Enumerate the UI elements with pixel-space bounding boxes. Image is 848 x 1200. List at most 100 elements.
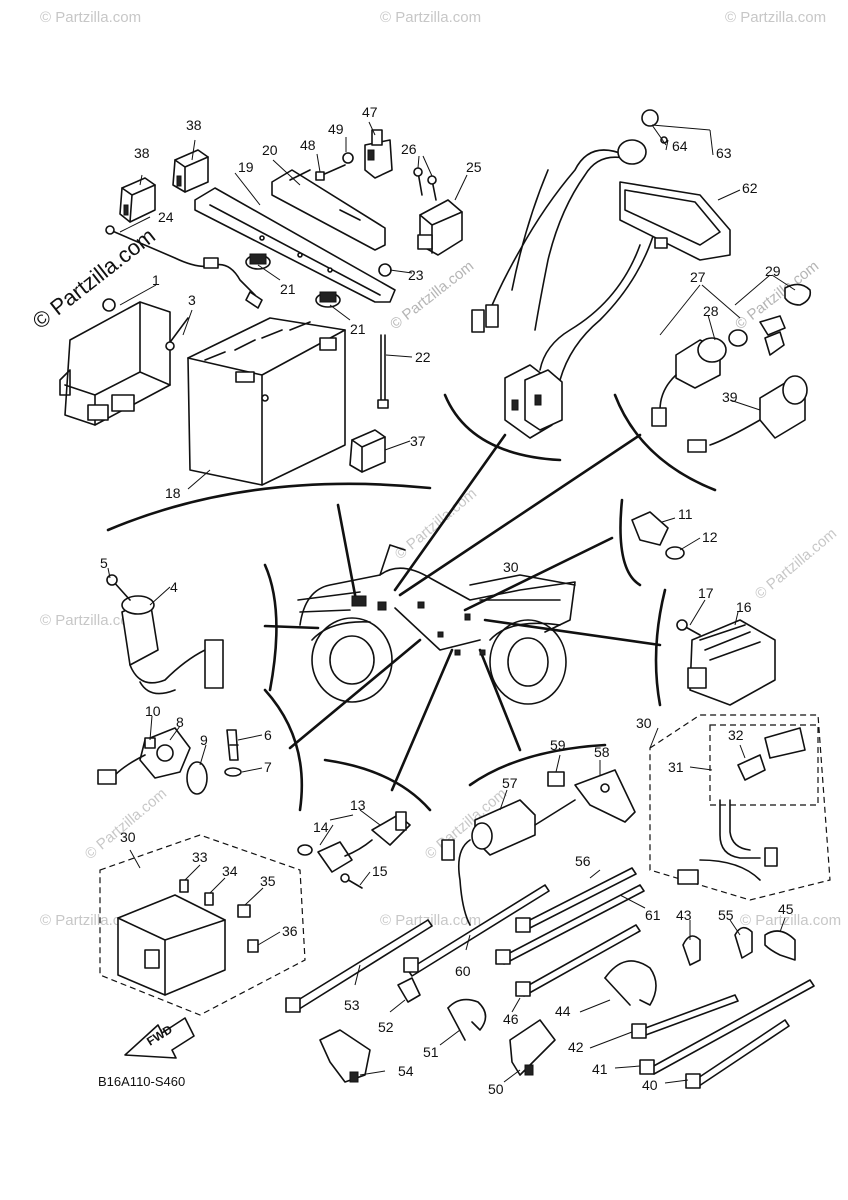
callout-18: 18 — [165, 485, 181, 501]
connector-63 — [617, 109, 668, 165]
main-wire-harness — [471, 149, 656, 439]
main-switch-27 — [651, 329, 748, 427]
bolts-26 — [413, 167, 437, 201]
cable-tie-61 — [495, 884, 645, 965]
cable-tie-60 — [403, 884, 550, 977]
callout-46: 46 — [503, 1011, 519, 1027]
relay-38-left — [119, 177, 156, 223]
callout-17: 17 — [698, 585, 714, 601]
relay-38-right — [172, 149, 209, 193]
callout-13: 13 — [350, 797, 366, 813]
callout-25: 25 — [466, 159, 482, 175]
harness-group-30 — [649, 714, 831, 901]
cable-tie-42 — [631, 994, 739, 1039]
callout-40: 40 — [642, 1077, 658, 1093]
callout-numbers: 1 3 4 5 6 7 8 9 10 11 12 13 14 15 16 17 … — [100, 104, 794, 1097]
clamp-50 — [509, 1019, 556, 1076]
callout-8: 8 — [176, 714, 184, 730]
callout-58: 58 — [594, 744, 610, 760]
oring-12 — [665, 546, 685, 560]
relay-25 — [417, 199, 463, 256]
callout-9: 9 — [200, 732, 208, 748]
washer-49 — [342, 152, 354, 164]
callout-30: 30 — [503, 559, 519, 575]
bolt-17 — [676, 619, 701, 636]
callout-1: 1 — [152, 272, 160, 288]
callout-50: 50 — [488, 1081, 504, 1097]
cable-39 — [687, 375, 808, 453]
key-29 — [759, 283, 812, 356]
ecu-unit — [59, 298, 171, 426]
watermark-text: © Partzilla.com — [380, 9, 481, 26]
oring-14 — [297, 844, 313, 856]
callout-61: 61 — [645, 907, 661, 923]
watermark-text: © Partzilla.com — [40, 912, 141, 929]
callout-37: 37 — [410, 433, 426, 449]
callout-26: 26 — [401, 141, 417, 157]
callout-14: 14 — [313, 819, 329, 835]
starter-relay-47 — [364, 129, 393, 179]
callout-22: 22 — [415, 349, 431, 365]
callout-51: 51 — [423, 1044, 439, 1060]
callout-6: 6 — [264, 727, 272, 743]
bolt-5 — [106, 574, 131, 601]
callout-39: 39 — [722, 389, 738, 405]
oring-9 — [186, 761, 208, 795]
cable-tie-41 — [639, 979, 815, 1075]
callout-29: 29 — [765, 263, 781, 279]
callout-52: 52 — [378, 1019, 394, 1035]
watermark-text: © Partzilla.com — [40, 9, 141, 26]
damper-21 — [245, 253, 341, 308]
svg-text:© Partzilla.com: © Partzilla.com — [387, 258, 477, 334]
callout-27: 27 — [690, 269, 706, 285]
callout-30: 30 — [636, 715, 652, 731]
callout-5: 5 — [100, 555, 108, 571]
relay-37 — [349, 429, 386, 473]
callout-43: 43 — [676, 907, 692, 923]
callout-12: 12 — [702, 529, 718, 545]
clamp-55 — [734, 926, 753, 959]
ignition-coil-4 — [121, 595, 224, 695]
callout-59: 59 — [550, 737, 566, 753]
cable-tie-56 — [515, 867, 637, 933]
clamp-43 — [682, 935, 701, 966]
watermark-text: © Partzilla.com — [40, 612, 141, 629]
battery-bracket — [194, 169, 396, 303]
callout-38: 38 — [134, 145, 150, 161]
diagram-code: B16A110-S460 — [98, 1074, 185, 1089]
callout-57: 57 — [502, 775, 518, 791]
wire-harness-24 — [105, 225, 263, 309]
callout-21: 21 — [350, 321, 366, 337]
sensor-6 — [226, 729, 239, 761]
atv-vehicle — [297, 544, 576, 705]
clamp-45 — [764, 930, 796, 961]
callout-4: 4 — [170, 579, 178, 595]
callout-30: 30 — [120, 829, 136, 845]
callout-48: 48 — [300, 137, 316, 153]
callout-31: 31 — [668, 759, 684, 775]
sensor-8 — [97, 727, 191, 785]
callout-11: 11 — [678, 506, 693, 522]
fuse-box-group — [99, 834, 306, 1016]
callout-47: 47 — [362, 104, 378, 120]
sensor-11 — [631, 511, 669, 546]
battery — [187, 317, 346, 486]
washer-7 — [224, 767, 242, 777]
watermark-text: © Partzilla.com — [740, 912, 841, 929]
section-dividers — [106, 393, 717, 812]
clamp-51 — [447, 998, 487, 1041]
nut-59 — [547, 771, 565, 787]
rectifier-16 — [687, 619, 776, 706]
callout-20: 20 — [262, 142, 278, 158]
callout-38: 38 — [186, 117, 202, 133]
fwd-arrow: FWD — [124, 1017, 195, 1059]
battery-bolt-22 — [377, 263, 392, 409]
callout-54: 54 — [398, 1063, 414, 1079]
callout-32: 32 — [728, 727, 744, 743]
bolt-15 — [340, 873, 363, 889]
callout-56: 56 — [575, 853, 591, 869]
callout-28: 28 — [703, 303, 719, 319]
callout-16: 16 — [736, 599, 752, 615]
callout-62: 62 — [742, 180, 758, 196]
callout-55: 55 — [718, 907, 734, 923]
